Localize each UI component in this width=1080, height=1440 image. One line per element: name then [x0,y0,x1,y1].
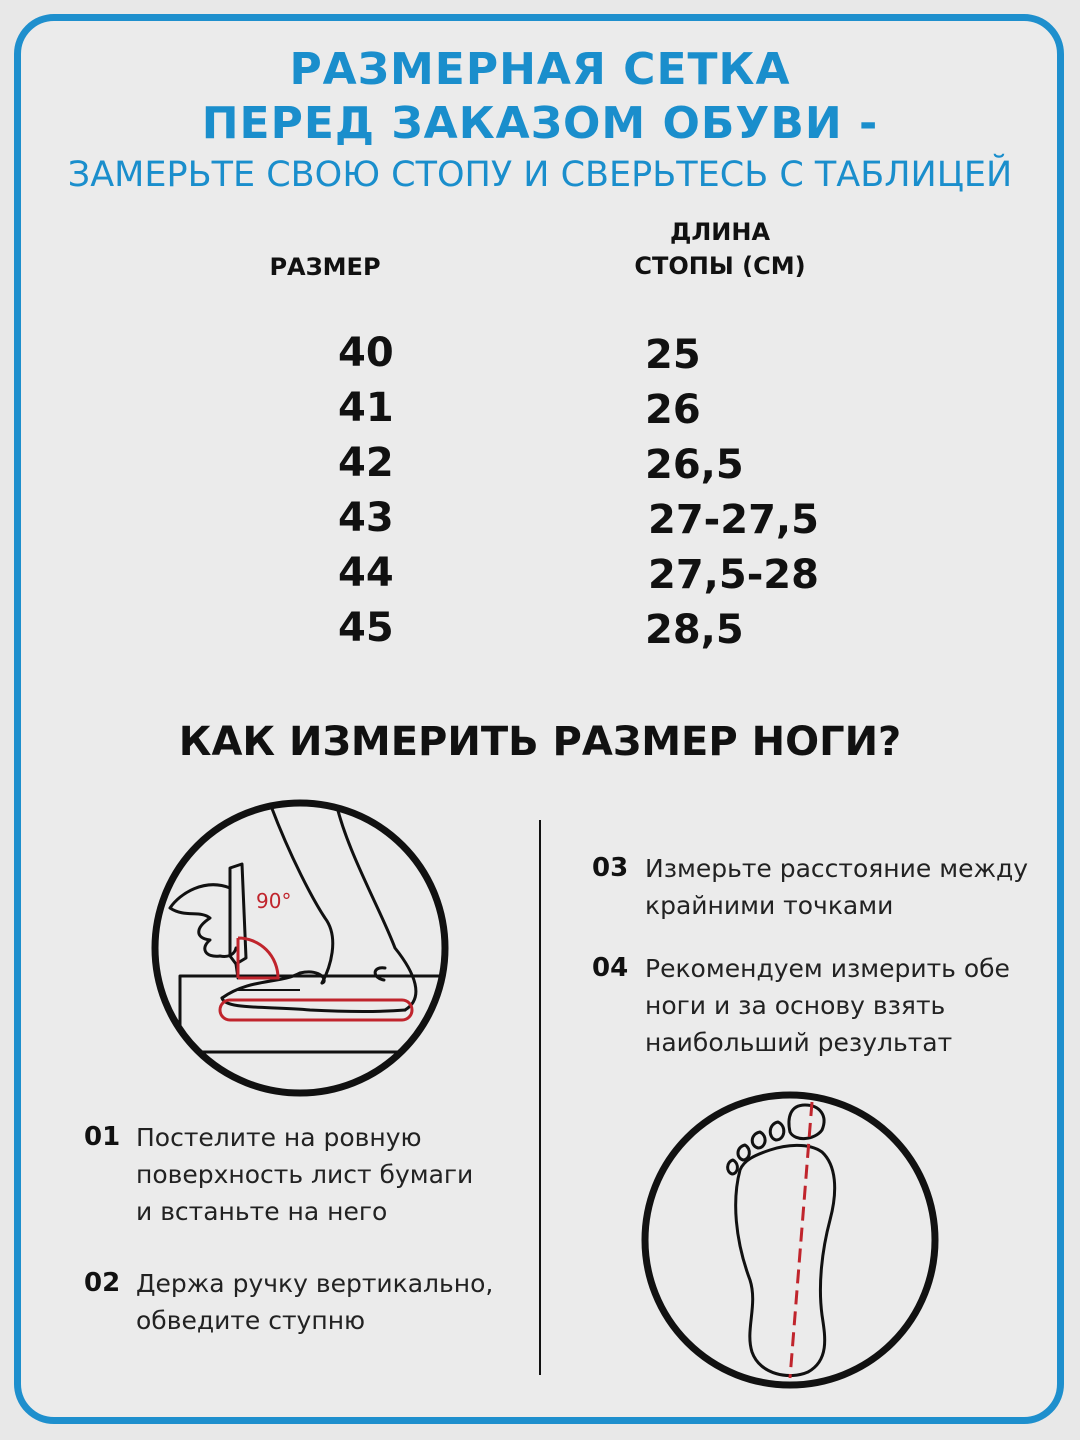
step-text-line: Рекомендуем измерить обе [645,954,1010,983]
trace-line [218,998,414,1022]
size-cell: 40 [338,330,394,376]
step-number: 02 [84,1268,121,1298]
size-cell: 42 [338,440,394,486]
sole-outline [220,996,407,1013]
trace-foot-illustration: 90° [151,799,449,1097]
length-cell: 27-27,5 [648,497,819,543]
step-text-line: крайними точками [645,891,894,920]
column-divider [539,820,541,1375]
length-cell: 26,5 [645,442,744,488]
length-cell: 25 [645,332,701,378]
hand-outline [168,883,238,958]
big-toe-print [787,1103,826,1140]
column-header-length-line1: ДЛИНА [669,218,771,246]
howto-heading: КАК ИЗМЕРИТЬ РАЗМЕР НОГИ? [178,719,902,765]
illustration-circle [151,799,449,1097]
size-cell: 44 [338,550,394,596]
size-cell: 43 [338,495,394,541]
step-number: 01 [84,1122,121,1152]
step-number: 04 [592,953,629,983]
pen-body [228,862,248,966]
leg-outline [266,806,335,985]
page-subtitle: ЗАМЕРЬТЕ СВОЮ СТОПУ И СВЕРЬТЕСЬ С ТАБЛИЦ… [67,155,1013,195]
toe-outline [220,970,326,1000]
footprint-outline [734,1143,837,1377]
foot-length-measure-line [788,1101,814,1379]
length-cell: 27,5-28 [648,552,819,598]
length-cell: 26 [645,387,701,433]
toe-print [768,1120,786,1142]
step-text-line: наибольший результат [645,1028,953,1057]
illustration-circle [641,1091,939,1389]
column-header-size: РАЗМЕР [269,253,381,281]
step-text-line: Измерьте расстояние между [645,854,1029,883]
footprint-illustration [641,1091,939,1389]
toe-print [736,1143,751,1162]
angle-label: 90° [256,889,291,913]
step-text-line: обведите ступню [136,1306,366,1335]
ankle-bone [373,966,387,982]
page-title-line2: ПЕРЕД ЗАКАЗОМ ОБУВИ - [201,98,879,149]
heel-outline [333,806,418,1012]
step-text-line: поверхность лист бумаги [136,1160,474,1189]
toe-print [750,1130,767,1150]
size-cell: 41 [338,385,394,431]
length-cell: 28,5 [645,607,744,653]
column-header-length-line2: СТОПЫ (СМ) [634,252,806,280]
step-text-line: ноги и за основу взять [645,991,946,1020]
toe-print [726,1158,739,1176]
step-text-line: Постелите на ровную [136,1123,422,1152]
step-text-line: Держа ручку вертикально, [136,1269,494,1298]
right-angle-marker [236,936,280,980]
step-text-line: и встаньте на него [136,1197,388,1226]
page-title-line1: РАЗМЕРНАЯ СЕТКА [289,44,791,95]
size-cell: 45 [338,605,394,651]
step-number: 03 [592,853,629,883]
